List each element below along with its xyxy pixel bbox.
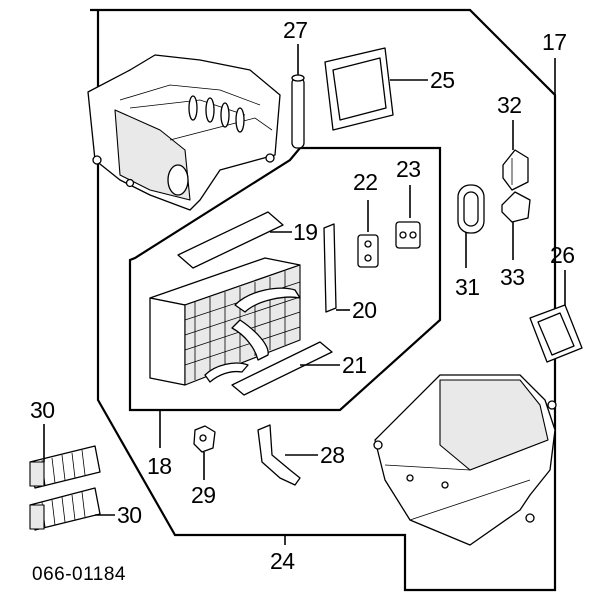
part-22-valve <box>357 234 379 268</box>
callout-25: 25 <box>430 67 455 93</box>
callout-19: 19 <box>293 219 318 245</box>
callout-26: 26 <box>550 242 575 268</box>
callout-21: 21 <box>342 352 367 378</box>
callout-23: 23 <box>396 156 421 182</box>
lower-housing <box>373 374 557 546</box>
callout-17: 17 <box>542 29 567 55</box>
callout-29: 29 <box>191 482 216 508</box>
callout-30-lower: 30 <box>117 502 142 528</box>
part-30-filter-upper <box>29 445 101 489</box>
part-33-clip <box>501 191 531 223</box>
callout-22: 22 <box>353 169 378 195</box>
part-31-grommet <box>457 184 485 234</box>
callout-27: 27 <box>283 17 308 43</box>
upper-housing <box>87 54 281 211</box>
evaporator-core <box>149 257 301 386</box>
callout-33: 33 <box>500 264 525 290</box>
part-32-clip <box>502 149 529 191</box>
part-29-clip <box>193 425 216 453</box>
evaporator-group-outline <box>128 146 442 412</box>
callout-24: 24 <box>270 548 295 574</box>
callout-28: 28 <box>320 442 345 468</box>
part-26-duct <box>529 304 583 363</box>
callout-20: 20 <box>352 297 377 323</box>
part-30-filter-lower <box>29 487 101 531</box>
part-20-strip <box>323 223 337 313</box>
part-28-bracket <box>257 424 301 486</box>
callout-30-upper: 30 <box>30 397 55 423</box>
part-27-tube <box>291 74 305 149</box>
part-25-seal <box>324 47 394 131</box>
callout-31: 31 <box>455 274 480 300</box>
part-21-strip <box>231 341 333 396</box>
part-19-strip <box>177 211 284 269</box>
diagram-code: 066-01184 <box>32 564 126 585</box>
callout-32: 32 <box>497 92 522 118</box>
assembly-17-outline <box>90 8 557 592</box>
part-23-block <box>395 221 421 249</box>
callout-18: 18 <box>147 453 172 479</box>
